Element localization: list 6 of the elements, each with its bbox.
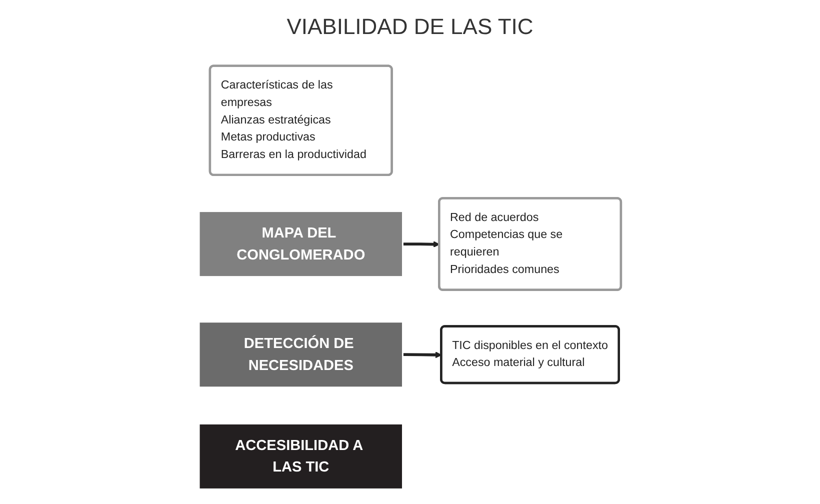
diagram-title: VIABILIDAD DE LAS TIC [286,14,534,40]
node-box: DETECCIÓN DE NECESIDADES [198,321,404,388]
arrow [402,241,440,248]
node-box: ACCESIBILIDAD A LAS TIC [198,422,404,490]
arrow [402,352,442,358]
node-box: MAPA DEL CONGLOMERADO [198,210,404,278]
